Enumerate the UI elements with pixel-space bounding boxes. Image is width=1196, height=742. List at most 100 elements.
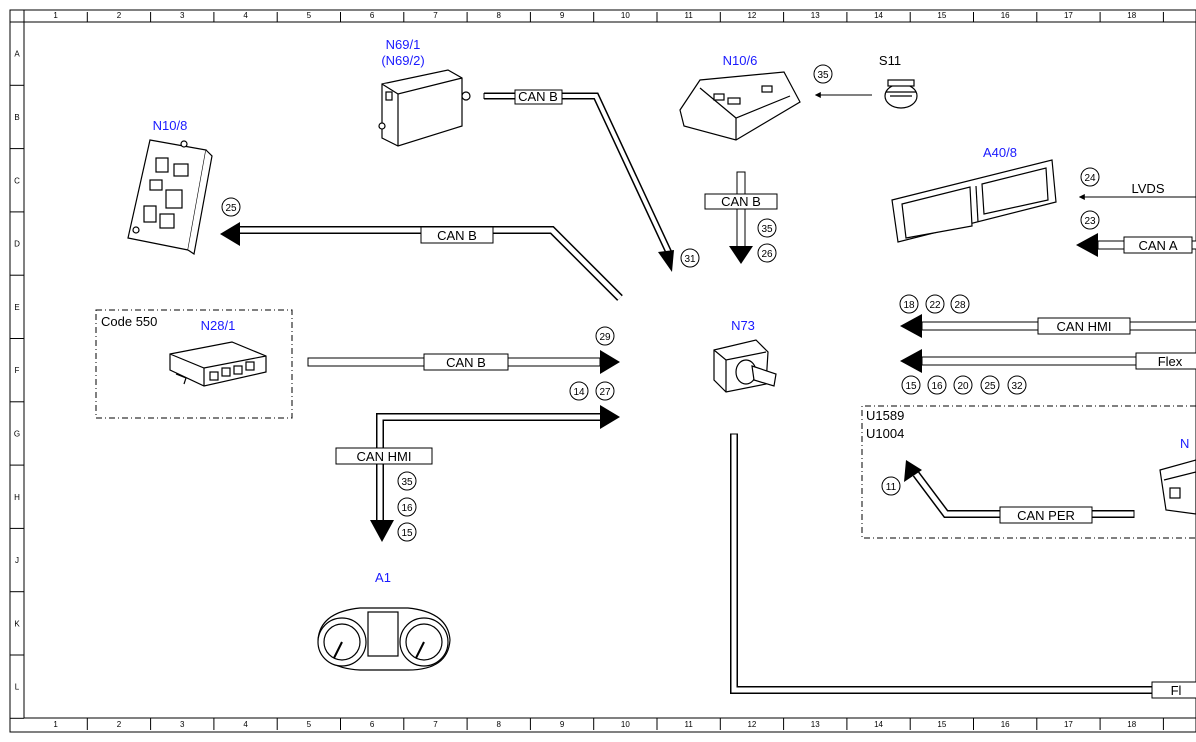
ref-25-left: 25: [221, 197, 241, 217]
n73-ignition-lock-icon: [713, 339, 777, 393]
grid-col-label-17: 17: [1064, 720, 1073, 729]
ref-35-left: 35: [397, 471, 417, 491]
grid-col-label-7: 7: [433, 11, 438, 20]
grid-row-label-B: B: [14, 113, 19, 122]
svg-text:25: 25: [984, 381, 996, 392]
grid-col-label-16: 16: [1001, 720, 1010, 729]
svg-text:15: 15: [905, 381, 917, 392]
can-per-label: CAN PER: [1017, 508, 1075, 523]
ref-24: 24: [1080, 167, 1100, 187]
s11-switch-icon: [884, 79, 918, 109]
ref-35-s11: 35: [813, 64, 833, 84]
n10-8-module-icon: [127, 139, 213, 256]
grid-col-label-15: 15: [937, 11, 946, 20]
a1-instrument-cluster-icon: [317, 607, 451, 671]
can-b-left-box: [420, 226, 494, 244]
ref-26: 26: [757, 243, 777, 263]
grid-row-label-H: H: [14, 493, 20, 502]
svg-text:29: 29: [599, 332, 611, 343]
grid-col-label-4: 4: [243, 11, 248, 20]
fl-line: [730, 433, 1196, 694]
svg-text:35: 35: [817, 70, 829, 81]
can-b-line-n10-8: [220, 222, 623, 301]
n69-alt-label: (N69/2): [381, 53, 424, 68]
svg-text:32: 32: [1011, 381, 1023, 392]
ref-22: 22: [925, 294, 945, 314]
grid-col-label-16: 16: [1001, 11, 1010, 20]
can-hmi-left-box: [335, 447, 433, 465]
grid-col-label-2: 2: [117, 11, 122, 20]
svg-text:23: 23: [1084, 216, 1096, 227]
svg-text:27: 27: [599, 387, 611, 398]
n28-1-label: N28/1: [201, 318, 236, 333]
svg-text:18: 18: [903, 300, 915, 311]
svg-text:26: 26: [761, 249, 773, 260]
svg-text:24: 24: [1084, 173, 1096, 184]
grid-column-labels: 1122334455667788991010111112121313141415…: [53, 11, 1164, 730]
s11-label: S11: [879, 53, 901, 68]
arrow-head: [658, 250, 674, 272]
grid-row-label-D: D: [14, 240, 20, 249]
grid-row-label-F: F: [15, 366, 20, 375]
svg-text:16: 16: [931, 381, 943, 392]
n10-6-label: N10/6: [723, 53, 758, 68]
can-hmi-left-label: CAN HMI: [357, 449, 412, 464]
svg-text:22: 22: [929, 300, 941, 311]
can-b-mid-box: [704, 193, 778, 210]
can-per-box: [999, 506, 1093, 524]
flex-label: Flex: [1158, 354, 1183, 369]
fl-label: Fl: [1171, 683, 1182, 698]
grid-col-label-9: 9: [560, 11, 565, 20]
ref-20: 20: [953, 375, 973, 395]
ref-32: 32: [1007, 375, 1027, 395]
grid-col-label-3: 3: [180, 720, 185, 729]
can-b-line-down: [729, 171, 753, 264]
u-code-1: U1589: [866, 408, 904, 423]
grid-col-label-13: 13: [811, 11, 820, 20]
can-b-top-box: [514, 89, 563, 105]
grid-row-label-K: K: [14, 619, 20, 628]
ref-14: 14: [569, 381, 589, 401]
grid-col-label-7: 7: [433, 720, 438, 729]
ref-16-right: 16: [927, 375, 947, 395]
code-550-boundary: [95, 309, 293, 419]
grid-col-label-10: 10: [621, 11, 630, 20]
a40-8-label: A40/8: [983, 145, 1017, 160]
ref-18: 18: [899, 294, 919, 314]
ref-29: 29: [595, 326, 615, 346]
n69-label: N69/1: [386, 37, 421, 52]
can-a-box: [1123, 236, 1193, 254]
grid-row-label-C: C: [14, 176, 20, 185]
n10-8-label: N10/8: [153, 118, 188, 133]
partial-module-icon: [1159, 459, 1196, 515]
n73-label: N73: [731, 318, 755, 333]
svg-text:25: 25: [225, 203, 237, 214]
grid-col-label-14: 14: [874, 720, 883, 729]
grid-col-label-17: 17: [1064, 11, 1073, 20]
grid-col-label-15: 15: [937, 720, 946, 729]
grid-col-label-6: 6: [370, 720, 375, 729]
svg-text:28: 28: [954, 300, 966, 311]
grid-col-label-12: 12: [747, 11, 756, 20]
ref-35-mid: 35: [757, 218, 777, 238]
u-code-boundary: [861, 405, 1196, 539]
can-hmi-right-box: [1037, 317, 1131, 335]
can-b-n28-box: [423, 353, 509, 371]
svg-text:31: 31: [684, 254, 696, 265]
ref-23: 23: [1080, 210, 1100, 230]
n10-6-module-icon: [679, 71, 801, 141]
grid-col-label-11: 11: [684, 11, 693, 20]
grid-col-label-13: 13: [811, 720, 820, 729]
svg-text:15: 15: [401, 528, 413, 539]
n28-1-module-icon: [169, 341, 267, 387]
can-a-label: CAN A: [1138, 238, 1177, 253]
n69-module-icon: [378, 69, 471, 147]
grid-col-label-8: 8: [497, 720, 502, 729]
svg-text:20: 20: [957, 381, 969, 392]
flex-box: [1135, 352, 1196, 370]
fl-box: [1151, 681, 1196, 699]
can-hmi-line-left: [370, 405, 620, 542]
grid-col-label-5: 5: [307, 720, 312, 729]
